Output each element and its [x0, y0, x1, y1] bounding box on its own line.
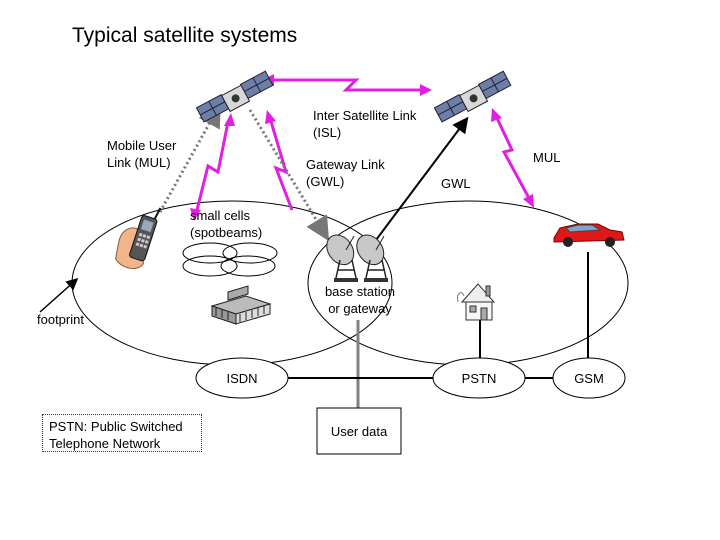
gwl-link-left	[265, 110, 294, 211]
mobile-user-link-label: Mobile User Link (MUL)	[107, 138, 177, 170]
mul-link-right	[491, 108, 534, 208]
dish-antenna-icon	[326, 234, 358, 282]
footprint-label: footprint	[37, 312, 84, 327]
satellite-icon	[195, 70, 274, 123]
isdn-label: ISDN	[226, 371, 258, 386]
gsm-label: GSM	[574, 371, 604, 386]
building-icon	[210, 285, 272, 325]
satellite-icon	[433, 70, 512, 123]
gwl-right-label: GWL	[441, 176, 471, 191]
page-title: Typical satellite systems	[72, 24, 298, 47]
small-cells-label: small cells (spotbeams)	[190, 208, 263, 240]
isl-label: Inter Satellite Link (ISL)	[313, 108, 417, 140]
car-icon	[553, 223, 625, 247]
gateway-link-label: Gateway Link (GWL)	[306, 157, 385, 189]
pstn-label: PSTN	[461, 371, 497, 386]
footprint-arrow	[39, 278, 79, 313]
spotbeam-cells	[182, 242, 278, 277]
mobile-phone-icon	[115, 207, 162, 270]
pstn-node	[432, 357, 526, 399]
house-icon	[457, 283, 496, 321]
user-data-label: User data	[330, 424, 388, 439]
mul-link-left	[190, 113, 235, 221]
user-data-box	[316, 407, 402, 455]
mul-right-label: MUL	[533, 150, 561, 165]
pstn-legend-note: PSTN: Public Switched Telephone Network	[42, 414, 202, 452]
isdn-node	[195, 357, 289, 399]
isl-link	[262, 74, 432, 96]
dish-antenna-icon	[356, 234, 388, 282]
gsm-node	[552, 357, 626, 399]
base-station-label: base station or gateway	[324, 284, 396, 316]
gwl-arrow-right	[375, 116, 469, 241]
